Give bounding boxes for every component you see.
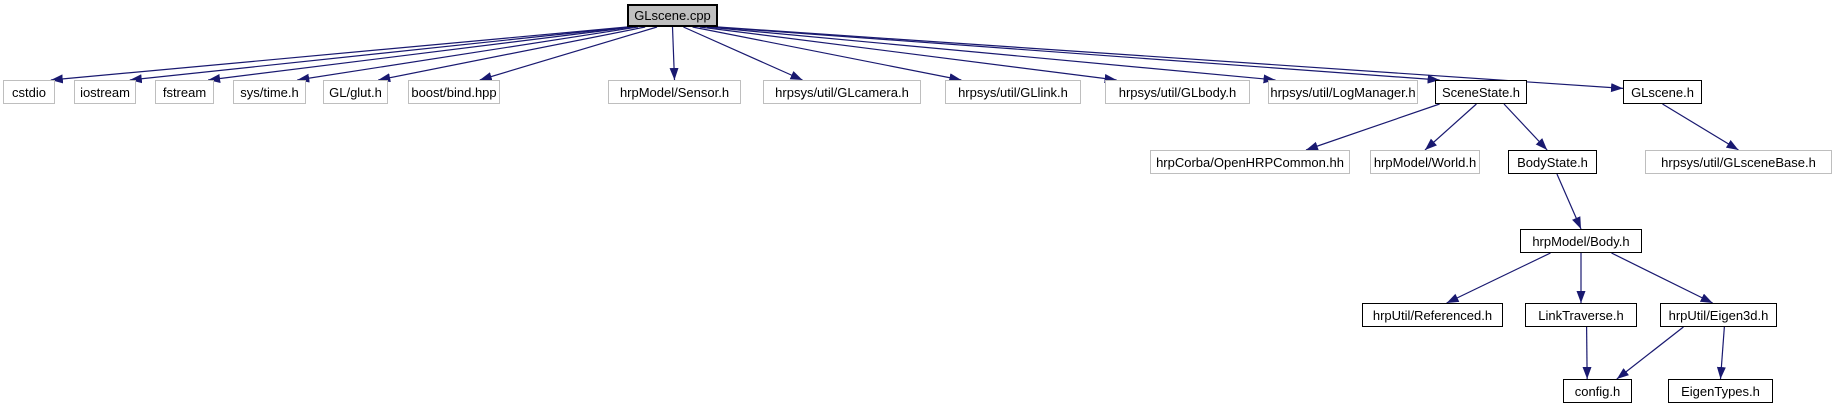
edge-glscene_cpp-to-glscene_h: [717, 26, 1624, 93]
node-label: GL/glut.h: [329, 84, 382, 100]
node-label: fstream: [162, 84, 207, 100]
node-label: iostream: [80, 84, 130, 100]
edge-glscene_cpp-to-fstream: [208, 26, 634, 83]
graph-node-body[interactable]: hrpModel/Body.h: [1520, 229, 1642, 253]
graph-node-referenced[interactable]: hrpUtil/Referenced.h: [1362, 303, 1503, 327]
node-label: hrpsys/util/GLlink.h: [958, 84, 1068, 100]
node-label: GLscene.cpp: [634, 8, 711, 23]
node-label: hrpModel/Sensor.h: [619, 84, 730, 100]
edge-glscene_cpp-to-gllink: [692, 26, 962, 83]
edge-scenestate-to-bodystate: [1503, 103, 1548, 151]
graph-node-scenestate[interactable]: SceneState.h: [1435, 80, 1527, 104]
node-label: hrpUtil/Eigen3d.h: [1668, 307, 1769, 323]
node-label: hrpUtil/Referenced.h: [1372, 307, 1493, 323]
graph-node-eigentypes[interactable]: EigenTypes.h: [1668, 379, 1773, 403]
graph-node-config[interactable]: config.h: [1563, 379, 1632, 403]
node-label: boost/bind.hpp: [411, 84, 497, 100]
edge-body-to-eigen3d: [1611, 252, 1713, 304]
node-label: LinkTraverse.h: [1538, 307, 1624, 323]
node-label: GLscene.h: [1631, 84, 1694, 100]
edge-linktraverse-to-config: [1582, 326, 1592, 380]
edge-body-to-referenced: [1446, 252, 1551, 304]
graph-node-bodystate[interactable]: BodyState.h: [1508, 150, 1597, 174]
graph-node-cstdio: cstdio: [3, 80, 55, 104]
graph-node-boost_bind: boost/bind.hpp: [408, 80, 500, 104]
graph-node-world: hrpModel/World.h: [1370, 150, 1480, 174]
node-label: hrpCorba/OpenHRPCommon.hh: [1156, 154, 1344, 170]
edge-eigen3d-to-eigentypes: [1716, 326, 1726, 380]
edge-glscene_cpp-to-scenestate: [713, 26, 1440, 84]
node-label: hrpModel/World.h: [1373, 154, 1477, 170]
node-label: hrpsys/util/GLsceneBase.h: [1661, 154, 1816, 170]
edge-glscene_cpp-to-iostream: [129, 26, 630, 84]
graph-node-fstream: fstream: [155, 80, 214, 104]
graph-node-logmanager: hrpsys/util/LogManager.h: [1268, 80, 1418, 104]
edge-bodystate-to-body: [1556, 173, 1582, 230]
edge-glscene_cpp-to-sys_time: [297, 26, 639, 83]
graph-node-glscenebase: hrpsys/util/GLsceneBase.h: [1645, 150, 1832, 174]
node-label: EigenTypes.h: [1681, 383, 1760, 399]
graph-node-gllink: hrpsys/util/GLlink.h: [945, 80, 1081, 104]
edge-scenestate-to-openhrp: [1305, 103, 1440, 151]
node-label: hrpsys/util/GLbody.h: [1118, 84, 1237, 100]
node-label: SceneState.h: [1441, 84, 1521, 100]
graph-node-gl_glut: GL/glut.h: [323, 80, 388, 104]
graph-node-iostream: iostream: [74, 80, 136, 104]
edge-eigen3d-to-config: [1616, 326, 1684, 380]
edge-glscene_h-to-glscenebase: [1662, 103, 1739, 151]
edge-glscene_cpp-to-cstdio: [50, 26, 628, 84]
node-label: BodyState.h: [1517, 154, 1588, 170]
node-label: cstdio: [12, 84, 46, 100]
edge-glscene_cpp-to-sensor: [669, 26, 679, 81]
edge-scenestate-to-world: [1424, 103, 1477, 151]
node-label: hrpsys/util/LogManager.h: [1270, 84, 1416, 100]
graph-node-glscene_cpp: GLscene.cpp: [627, 4, 718, 27]
node-label: sys/time.h: [240, 84, 299, 100]
graph-node-eigen3d[interactable]: hrpUtil/Eigen3d.h: [1660, 303, 1777, 327]
node-label: config.h: [1574, 383, 1621, 399]
graph-node-sys_time: sys/time.h: [233, 80, 306, 104]
node-label: hrpModel/Body.h: [1532, 233, 1630, 249]
edge-glscene_cpp-to-boost_bind: [479, 26, 658, 81]
edge-glscene_cpp-to-glcamera: [683, 26, 803, 81]
edge-glscene_cpp-to-logmanager: [707, 26, 1276, 84]
graph-node-openhrp: hrpCorba/OpenHRPCommon.hh: [1150, 150, 1350, 174]
graph-node-glcamera: hrpsys/util/GLcamera.h: [763, 80, 921, 104]
edge-glscene_cpp-to-gl_glut: [378, 26, 646, 83]
node-label: hrpsys/util/GLcamera.h: [775, 84, 909, 100]
graph-node-sensor: hrpModel/Sensor.h: [608, 80, 741, 104]
graph-node-glbody: hrpsys/util/GLbody.h: [1105, 80, 1250, 104]
graph-node-linktraverse[interactable]: LinkTraverse.h: [1525, 303, 1637, 327]
graph-node-glscene_h[interactable]: GLscene.h: [1623, 80, 1702, 104]
edge-glscene_cpp-to-glbody: [699, 26, 1117, 83]
